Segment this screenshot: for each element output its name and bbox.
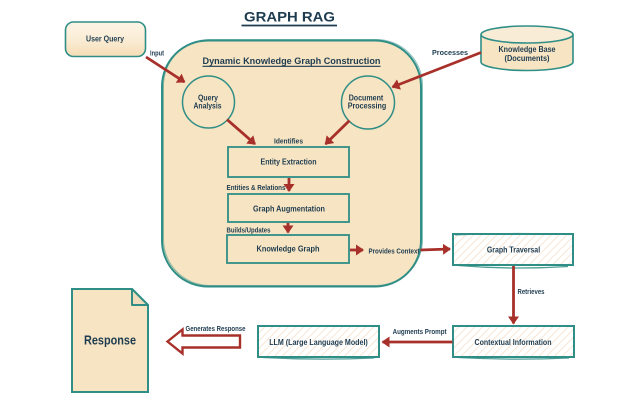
- svg-text:Builds/Updates: Builds/Updates: [227, 228, 271, 235]
- svg-text:Query: Query: [198, 94, 219, 103]
- svg-text:Analysis: Analysis: [194, 101, 223, 110]
- svg-text:Knowledge Base: Knowledge Base: [499, 45, 557, 54]
- svg-text:LLM (Large Language Model): LLM (Large Language Model): [269, 337, 368, 347]
- svg-text:Graph Augmentation: Graph Augmentation: [253, 204, 325, 214]
- svg-text:Knowledge Graph: Knowledge Graph: [257, 244, 320, 254]
- svg-text:(Documents): (Documents): [505, 54, 550, 63]
- svg-text:GRAPH RAG: GRAPH RAG: [244, 9, 335, 25]
- svg-text:User Query: User Query: [86, 33, 124, 43]
- svg-text:Entities & Relations: Entities & Relations: [227, 185, 286, 192]
- svg-text:Processing: Processing: [348, 101, 387, 110]
- svg-text:Contextual Information: Contextual Information: [475, 337, 552, 347]
- svg-text:Response: Response: [84, 333, 136, 348]
- svg-text:Document: Document: [349, 93, 384, 102]
- svg-text:Graph Traversal: Graph Traversal: [487, 245, 540, 255]
- svg-text:Retrieves: Retrieves: [518, 289, 545, 296]
- svg-text:Augments Prompt: Augments Prompt: [393, 329, 448, 336]
- svg-text:Entity Extraction: Entity Extraction: [261, 157, 317, 167]
- svg-text:Input: Input: [150, 51, 165, 58]
- svg-text:Generates Response: Generates Response: [186, 326, 246, 333]
- svg-text:Provides Context: Provides Context: [369, 248, 421, 255]
- svg-text:Dynamic Knowledge Graph Constr: Dynamic Knowledge Graph Construction: [203, 56, 381, 66]
- svg-text:Identifies: Identifies: [274, 139, 303, 146]
- svg-text:Processes: Processes: [432, 50, 468, 57]
